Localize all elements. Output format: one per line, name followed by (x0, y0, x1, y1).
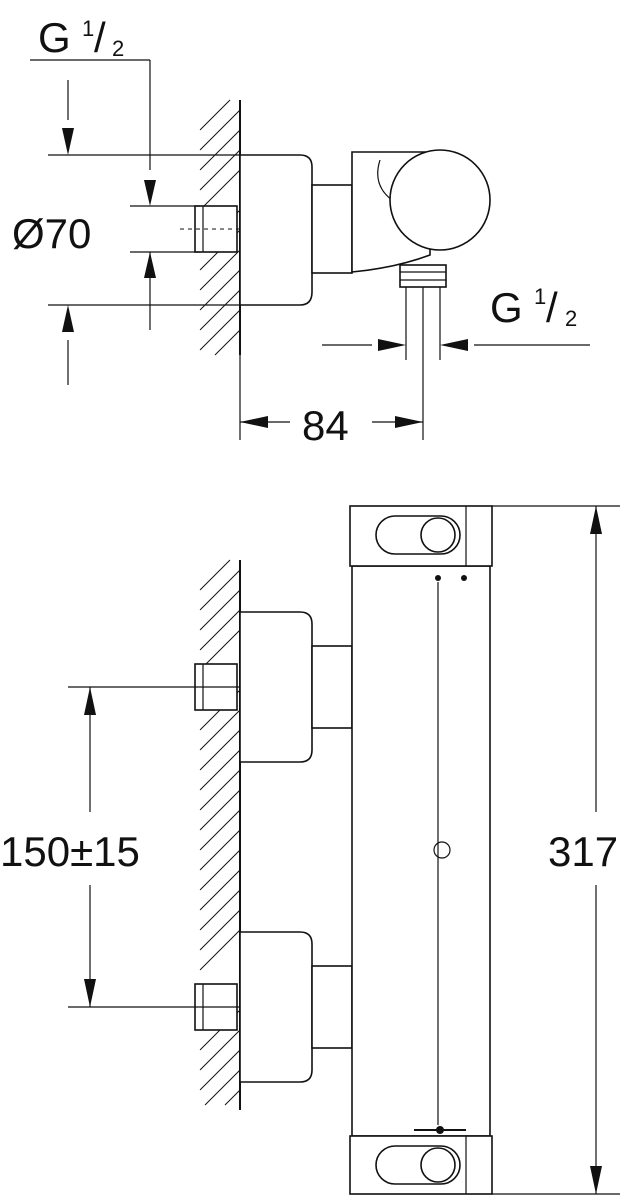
bar-center-emblem (433, 841, 451, 859)
top-handle-cap (349, 505, 493, 567)
thread-label-right-num: 1 (534, 284, 546, 309)
thread-dimension-right (322, 339, 590, 351)
top-view: G 1 / 2 Ø70 G 1 / 2 84 (12, 14, 590, 449)
thread-label-top-slash: / (94, 14, 106, 61)
thermostat-bar-front (351, 565, 491, 1137)
connector-top (311, 184, 353, 274)
diameter-dimension (48, 80, 240, 385)
height-dimension (492, 505, 620, 1195)
inlet-spacing-label: 150±15 (0, 828, 140, 875)
inlet-fitting-top (180, 205, 260, 253)
handle-knob-top (389, 149, 491, 251)
lower-connector-front (311, 965, 353, 1049)
top-handle-knob (420, 517, 456, 553)
thread-label-top-num: 1 (82, 16, 94, 41)
body-contour-top (377, 159, 393, 201)
front-view: 150±15 317 (0, 505, 620, 1195)
outlet-fitting-top (399, 264, 447, 440)
rosette-top (239, 154, 313, 306)
thread-dimension-top (30, 59, 200, 330)
thread-label-top-den: 2 (112, 36, 124, 61)
upper-rosette-front (239, 611, 313, 763)
diameter-label: Ø70 (12, 210, 91, 257)
height-label: 317 (548, 828, 618, 875)
bar-detail-lines (414, 575, 467, 1134)
thread-label-right-slash: / (546, 284, 558, 331)
inlet-spacing-dimension (68, 686, 240, 1008)
bottom-handle-cap (349, 1135, 493, 1195)
depth-dimension (239, 355, 423, 440)
thread-label-right-base: G (490, 284, 523, 331)
wall-hatching-front (199, 559, 241, 1106)
lower-rosette-front (239, 931, 313, 1083)
thread-label-top-base: G (38, 14, 71, 61)
upper-connector-front (311, 645, 353, 729)
bottom-handle-knob (420, 1147, 456, 1183)
wall-hatching-top (199, 99, 241, 356)
depth-label: 84 (302, 402, 349, 449)
thread-label-right-den: 2 (565, 306, 577, 331)
